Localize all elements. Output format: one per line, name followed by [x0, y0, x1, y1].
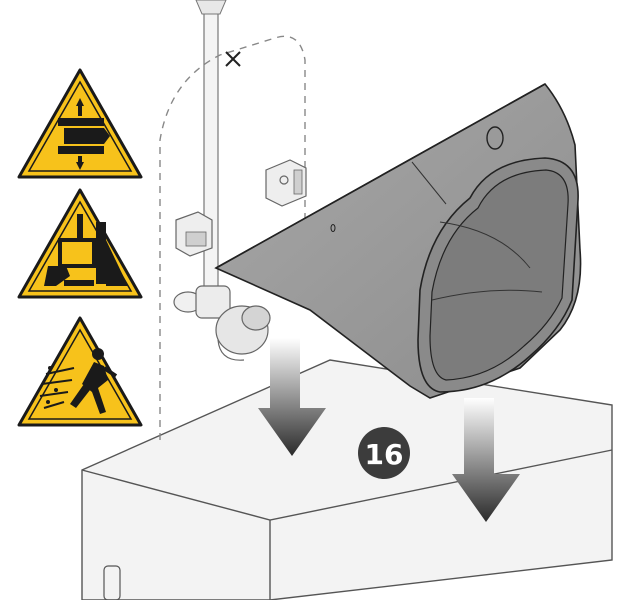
cut-mark-icon [225, 51, 241, 67]
projectile-hazard-icon [17, 316, 143, 427]
cabinet-handle [103, 565, 121, 600]
bracket-upper [265, 159, 307, 207]
falling-load-icon [17, 188, 143, 299]
bracket-lower [175, 211, 213, 257]
hood-cover [214, 82, 582, 399]
step-badge: 16 [358, 427, 410, 479]
arrow-down-right-icon [452, 398, 520, 522]
cabinet [81, 359, 613, 600]
flue-pipe [195, 0, 227, 301]
step-number: 16 [365, 438, 404, 471]
dashed-route-line [159, 35, 306, 440]
small-hole [330, 224, 336, 232]
arrow-down-left-icon [258, 338, 326, 456]
mounting-hole [486, 126, 504, 150]
crush-hazard-icon [17, 68, 143, 179]
pipe-fitting [173, 285, 271, 361]
